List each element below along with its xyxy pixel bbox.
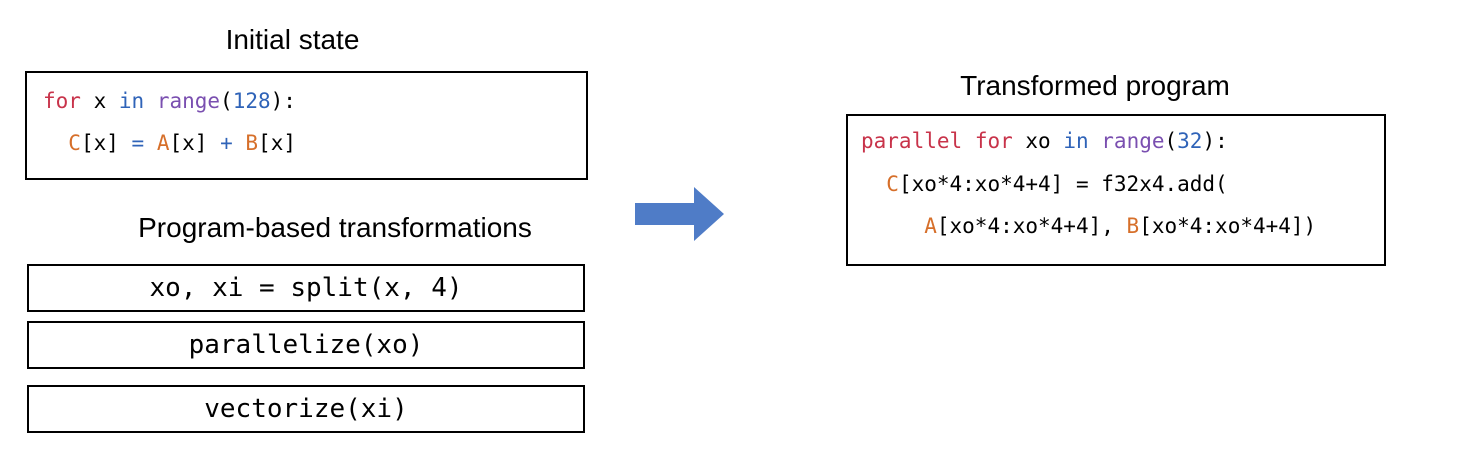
- right-arrow-icon: [635, 187, 724, 241]
- program-transformations-title: Program-based transformations: [138, 212, 532, 243]
- array-b: B: [245, 131, 259, 155]
- indent: [861, 214, 924, 238]
- function-range: range: [1101, 129, 1165, 153]
- transformation-vectorize: vectorize(xi): [27, 385, 585, 433]
- transformation-parallelize-text: parallelize(xo): [188, 330, 424, 360]
- initial-code-box: for x in range(128): C[x] = A[x] + B[x]: [25, 71, 588, 180]
- array-a: A: [924, 214, 937, 238]
- paren-close: ):: [1202, 129, 1228, 153]
- index-a: [x]: [169, 131, 221, 155]
- transformed-code-line-1: parallel for xo in range(32):: [861, 129, 1228, 153]
- space: [144, 131, 157, 155]
- paren-close: ):: [270, 89, 296, 113]
- paren-open: (: [220, 89, 233, 113]
- space: [1089, 129, 1102, 153]
- array-c: C: [886, 172, 899, 196]
- transformed-code-box: parallel for xo in range(32): C[xo*4:xo*…: [846, 114, 1386, 266]
- array-b: B: [1126, 214, 1140, 238]
- index-c: [x]: [80, 131, 132, 155]
- array-c: C: [68, 131, 81, 155]
- operator-eq: =: [1075, 172, 1089, 196]
- index-b: [x]: [258, 131, 296, 155]
- initial-code-line-1: for x in range(128):: [43, 89, 296, 113]
- loop-var: xo: [1012, 129, 1064, 153]
- transformed-program-title: Transformed program: [960, 70, 1230, 101]
- initial-code-line-2: C[x] = A[x] + B[x]: [43, 131, 296, 155]
- transformation-parallelize: parallelize(xo): [27, 321, 585, 369]
- keyword-in: in: [1063, 129, 1089, 153]
- transformation-split: xo, xi = split(x, 4): [27, 264, 585, 312]
- initial-state-title: Initial state: [225, 24, 360, 55]
- index-a: [xo*4:xo*4+4],: [936, 214, 1127, 238]
- function-range: range: [156, 89, 221, 113]
- transformed-code-line-3: A[xo*4:xo*4+4], B[xo*4:xo*4+4]): [861, 214, 1316, 238]
- vector-add-call: f32x4.add(: [1088, 172, 1228, 196]
- array-a: A: [156, 131, 170, 155]
- operator-eq: =: [131, 131, 145, 155]
- index-b: [xo*4:xo*4+4]): [1139, 214, 1317, 238]
- transformation-split-text: xo, xi = split(x, 4): [149, 273, 463, 303]
- keyword-for: for: [974, 129, 1013, 153]
- space: [962, 129, 975, 153]
- operator-plus: +: [220, 131, 233, 155]
- keyword-parallel: parallel: [861, 129, 963, 153]
- transformation-vectorize-text: vectorize(xi): [204, 394, 408, 424]
- keyword-for: for: [43, 89, 81, 113]
- indent: [861, 172, 886, 196]
- loop-var: x: [80, 89, 119, 113]
- index-c: [xo*4:xo*4+4]: [898, 172, 1076, 196]
- paren-open: (: [1164, 129, 1178, 153]
- keyword-in: in: [118, 89, 145, 113]
- indent: [43, 131, 68, 155]
- space: [144, 89, 157, 113]
- number-literal: 128: [232, 89, 271, 113]
- number-literal: 32: [1177, 129, 1203, 153]
- space: [233, 131, 246, 155]
- transformed-code-line-2: C[xo*4:xo*4+4] = f32x4.add(: [861, 172, 1228, 196]
